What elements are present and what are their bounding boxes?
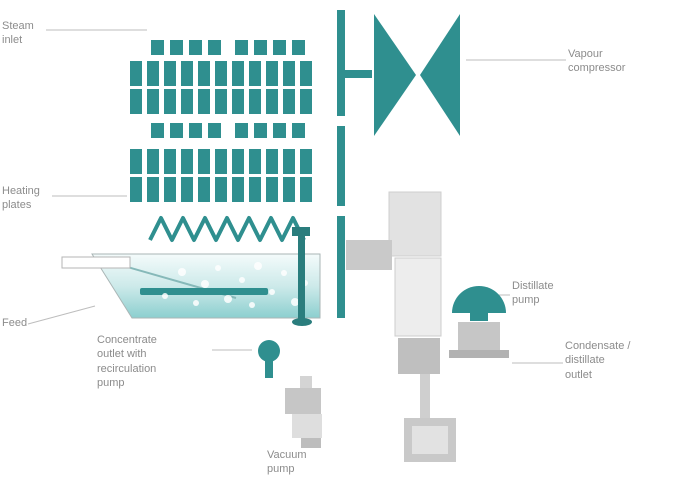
vapour-pipe-segment-2 [337,126,345,206]
label-line: plates [2,199,32,212]
pump-dome [452,286,506,313]
column-base [398,338,440,374]
vapour-pipe-segment-3 [337,216,345,318]
condenser-body [388,191,442,257]
label-line: Heating [2,185,40,197]
plate-comb-row-4 [130,177,312,202]
vacuum-pump-motor [285,388,321,414]
recirc-pump-volute [258,340,280,362]
label-line: Steam [2,20,34,32]
label-line: Feed [2,317,28,329]
pump-neck [470,313,488,321]
vapour-pipe [337,10,372,318]
connector-arm [346,240,392,270]
drain-pipe [420,374,430,418]
label-line: recirculation [97,362,157,375]
label-line: Distillate [512,280,554,292]
sump-tank [61,227,321,326]
vacuum-pump-stem [300,376,312,388]
plate-comb-row-1 [130,61,312,86]
label-condensate-outlet: Condensate / distillate outlet [565,339,630,382]
level-probe [292,227,312,326]
label-line: Condensate / [565,340,631,352]
heater-element [140,288,268,295]
condenser-assembly [346,191,456,462]
pump-housing [458,322,500,350]
vacuum-pump-body [292,414,322,438]
label-feed: Feed [2,316,27,330]
compressor-right-triangle [420,14,460,136]
recirc-pump-stem [265,360,273,378]
label-vacuum-pump: Vacuum pump [267,448,307,477]
vacuum-pump-foot [301,438,321,448]
label-steam-inlet: Steam inlet [2,19,34,48]
label-heating-plates: Heating plates [2,184,40,213]
probe-cap [292,227,310,236]
leader-feed [27,305,96,325]
plate-stack-top [130,40,312,138]
plate-comb-row-2 [130,89,312,114]
plate-dash-row-1 [151,40,305,55]
vapour-pipe-segment-1 [337,10,345,116]
label-line: pump [267,463,295,476]
distillate-pump-icon [449,286,509,358]
label-vapour-compressor: Vapour compressor [568,47,625,76]
plate-stack-bottom [130,149,312,242]
pump-base-plate [449,350,509,358]
label-line: outlet [565,368,592,381]
label-line: pump [97,376,125,389]
recirculation-pump-icon [258,340,280,378]
vacuum-pump-assembly [285,376,322,448]
label-line: Vacuum [267,449,307,461]
feed-pipe [61,256,131,269]
plate-comb-row-3 [130,149,312,174]
condensate-tank-panel [412,426,448,454]
compressor-icon [374,14,460,136]
compressor-left-triangle [374,14,416,136]
probe-foot [292,318,312,326]
label-line: compressor [568,62,626,75]
label-line: distillate [565,354,605,367]
label-distillate-pump: Distillate pump [512,279,554,308]
plate-dash-row-2 [151,123,305,138]
label-line: Concentrate [97,334,157,346]
label-line: inlet [2,34,23,47]
label-concentrate-pump: Concentrate outlet with recirculation pu… [97,333,157,390]
separator-column [394,257,442,337]
label-line: outlet with [97,348,147,361]
label-line: pump [512,294,540,307]
liquid-distributor-zigzag [148,216,306,242]
label-line: Vapour [568,48,603,60]
probe-shaft [298,236,305,320]
vapour-pipe-stub [345,70,372,78]
